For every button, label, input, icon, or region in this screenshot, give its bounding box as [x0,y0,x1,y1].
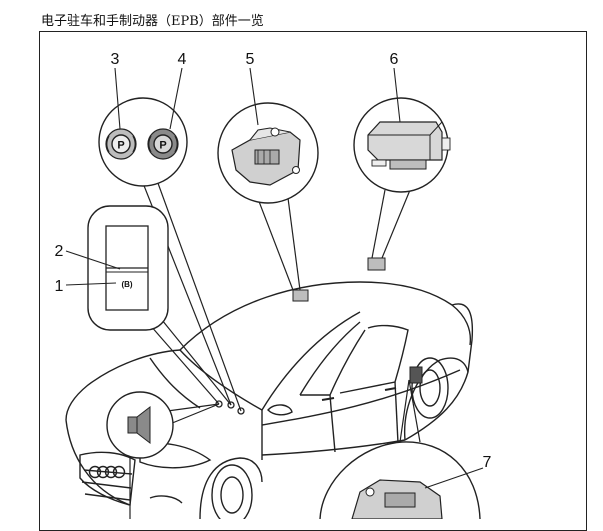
audi-logo [88,465,126,479]
parking-lamps-callout: P P [98,67,188,187]
speaker-icon [127,405,151,445]
callout-7: 7 [483,454,492,471]
parking-lamp-light-icon: P [105,128,137,160]
car-illustration [65,281,474,519]
control-unit-block-in-car [367,257,386,271]
callout-1: 1 [55,278,64,295]
parking-lamp-light-letter: P [117,140,124,152]
epb-switch-symbol: (B) [121,280,132,289]
callout-numbers: 2 1 3 4 5 6 7 [55,51,492,471]
brake-caliper-callout [217,67,319,204]
epb-components-diagram: P P (B) [55,51,492,519]
callout-2: 2 [55,243,64,260]
callout-5: 5 [246,51,255,68]
page-title: 电子驻车和手制动器（EPB）部件一览 [41,14,264,29]
callout-4: 4 [178,51,187,68]
rear-caliper-motor-callout [319,441,484,519]
callout-6: 6 [390,51,399,68]
parking-lamp-dark-icon: P [147,128,179,160]
callout-3: 3 [111,51,120,68]
epb-switch-callout: (B) [65,205,169,331]
rear-brake-location [409,366,423,384]
control-unit-callout [353,67,451,193]
parking-lamp-dark-letter: P [159,140,166,152]
caliper-block-in-car [292,289,309,302]
warning-buzzer-callout [106,391,174,459]
